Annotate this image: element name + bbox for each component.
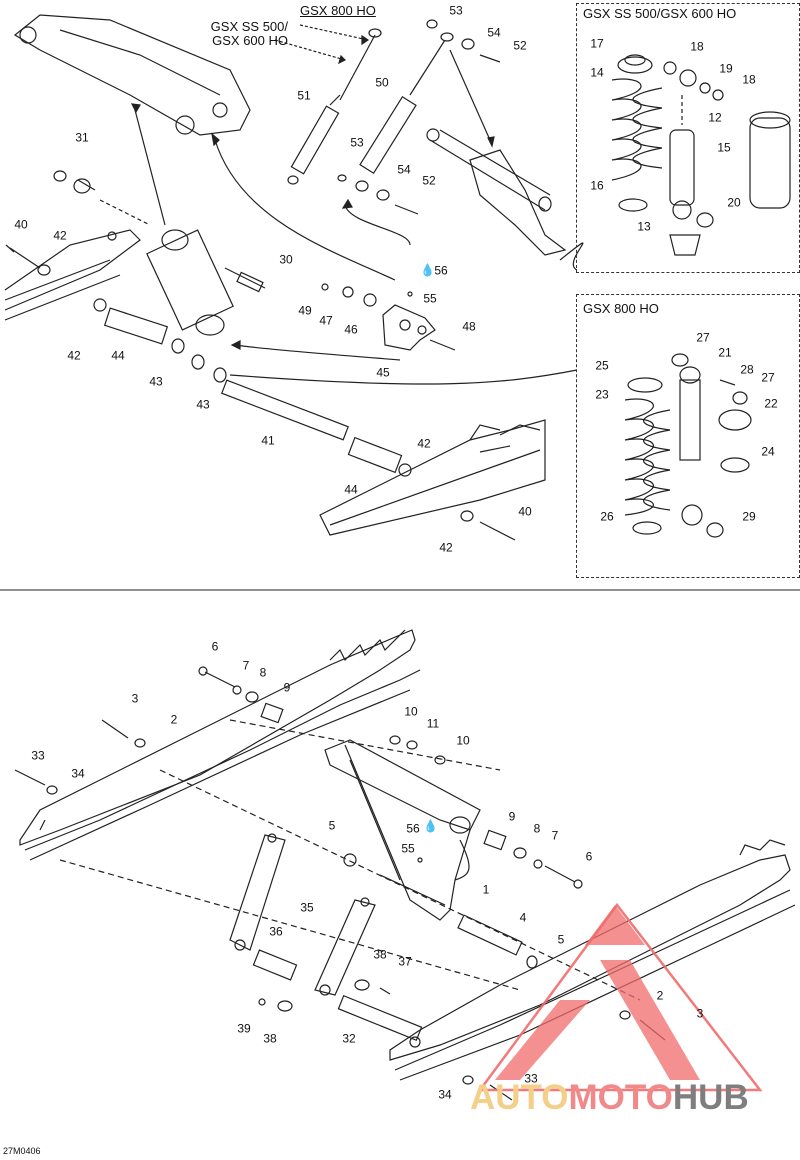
callout-b55: 55 <box>401 841 415 856</box>
callout-b32: 32 <box>342 1031 356 1046</box>
callout-b6b: 6 <box>585 849 593 864</box>
callout-25: 25 <box>595 358 609 373</box>
title-gsx-800ho-top: GSX 800 HO <box>300 3 376 18</box>
callout-b56: 56 <box>406 821 420 836</box>
callout-44b: 44 <box>344 482 358 497</box>
callout-b38: 38 <box>373 947 387 962</box>
callout-53b: 53 <box>350 135 364 150</box>
callout-53: 53 <box>449 3 463 18</box>
callout-b36: 36 <box>269 924 283 939</box>
box2-title: GSX 800 HO <box>583 301 659 316</box>
upper-arm-silhouette <box>13 14 251 136</box>
callout-50: 50 <box>375 75 389 90</box>
watermark-triangle <box>477 902 763 1092</box>
callout-b6: 6 <box>211 639 219 654</box>
callout-52b: 52 <box>422 173 436 188</box>
callout-48: 48 <box>462 319 476 334</box>
callout-51: 51 <box>297 88 311 103</box>
logo-moto: MOTO <box>568 1078 673 1117</box>
callout-b8: 8 <box>259 665 267 680</box>
callout-28: 28 <box>740 362 754 377</box>
leader-arrow-1 <box>134 109 166 226</box>
callout-b10b: 10 <box>456 733 470 748</box>
callout-45: 45 <box>376 365 390 380</box>
callout-27b: 27 <box>761 370 775 385</box>
title-gsx-ss500-600: GSX SS 500/ GSX 600 HO <box>210 19 288 48</box>
callout-b39: 39 <box>237 1021 251 1036</box>
callout-19: 19 <box>719 61 733 76</box>
callout-b35: 35 <box>300 900 314 915</box>
callout-b33b: 33 <box>524 1071 538 1086</box>
callout-b10: 10 <box>404 704 418 719</box>
callout-b7: 7 <box>242 658 250 673</box>
callout-40b: 40 <box>518 504 532 519</box>
callout-54: 54 <box>487 25 501 40</box>
callout-13: 13 <box>637 219 651 234</box>
callout-42: 42 <box>53 228 67 243</box>
callout-18: 18 <box>690 39 704 54</box>
callout-14: 14 <box>590 65 604 80</box>
callout-42b: 42 <box>67 348 81 363</box>
callout-54b: 54 <box>397 162 411 177</box>
callout-55: 55 <box>423 291 437 306</box>
callout-46: 46 <box>344 322 358 337</box>
callout-b4: 4 <box>519 910 527 925</box>
callout-24: 24 <box>761 444 775 459</box>
box1-title: GSX SS 500/GSX 600 HO <box>583 6 737 21</box>
callout-17: 17 <box>590 36 604 51</box>
grease-drop-icon-bottom: 💧 <box>423 819 438 833</box>
watermark-logo: AUTOMOTOHUB <box>470 1078 749 1118</box>
variant-box-gsx-ss500 <box>576 3 800 273</box>
callout-15: 15 <box>717 140 731 155</box>
callout-47: 47 <box>319 313 333 328</box>
callout-16: 16 <box>590 178 604 193</box>
callout-22: 22 <box>764 396 778 411</box>
callout-b38b: 38 <box>263 1031 277 1046</box>
callout-42c: 42 <box>417 436 431 451</box>
logo-auto: AUTO <box>470 1078 569 1117</box>
callout-56: 56 <box>434 263 448 278</box>
callout-44: 44 <box>111 348 125 363</box>
callout-b34: 34 <box>71 766 85 781</box>
callout-12: 12 <box>708 110 722 125</box>
callout-43b: 43 <box>196 397 210 412</box>
callout-27: 27 <box>696 330 710 345</box>
callout-52: 52 <box>513 38 527 53</box>
callout-31: 31 <box>75 130 89 145</box>
logo-hub: HUB <box>672 1078 749 1117</box>
callout-b9b: 9 <box>508 809 516 824</box>
callout-26: 26 <box>600 509 614 524</box>
callout-30: 30 <box>279 252 293 267</box>
grease-drop-icon: 💧 <box>420 263 435 277</box>
callout-21: 21 <box>718 345 732 360</box>
callout-23: 23 <box>595 387 609 402</box>
callout-b9: 9 <box>283 680 291 695</box>
figure-reference-code: 27M0406 <box>3 1146 41 1156</box>
callout-b3b: 3 <box>696 1006 704 1021</box>
callout-b33: 33 <box>31 748 45 763</box>
callout-b5: 5 <box>328 818 336 833</box>
callout-b2: 2 <box>170 712 178 727</box>
callout-b7b: 7 <box>551 828 559 843</box>
callout-40: 40 <box>14 217 28 232</box>
callout-42d: 42 <box>439 540 453 555</box>
callout-b11: 11 <box>426 716 440 731</box>
callout-20: 20 <box>727 195 741 210</box>
callout-18b: 18 <box>742 72 756 87</box>
callout-29: 29 <box>742 509 756 524</box>
callout-43: 43 <box>149 374 163 389</box>
callout-b3: 3 <box>131 691 139 706</box>
callout-b1: 1 <box>482 882 490 897</box>
callout-41: 41 <box>261 433 275 448</box>
callout-b37: 37 <box>398 954 412 969</box>
callout-b5b: 5 <box>557 932 565 947</box>
callout-b34b: 34 <box>438 1087 452 1102</box>
callout-b2b: 2 <box>656 988 664 1003</box>
variant-box-gsx-800ho <box>576 294 800 578</box>
callout-49: 49 <box>298 303 312 318</box>
callout-b8b: 8 <box>533 821 541 836</box>
